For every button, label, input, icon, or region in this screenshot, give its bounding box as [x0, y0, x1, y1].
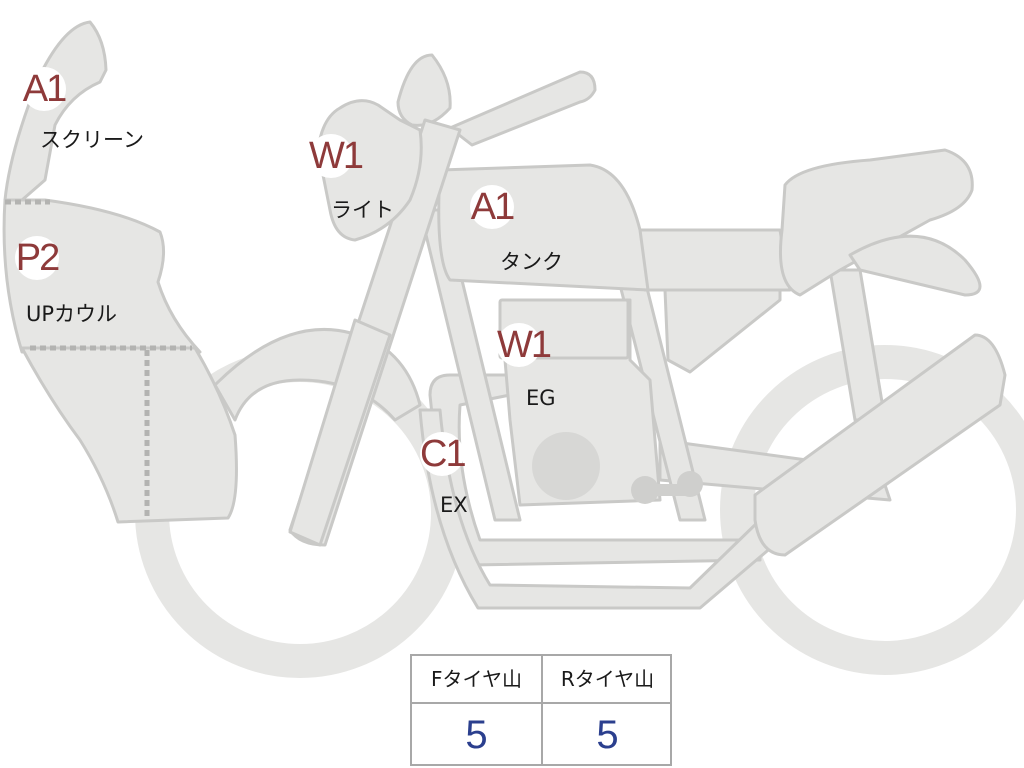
footpeg	[631, 471, 703, 504]
tail-seat	[778, 148, 974, 297]
rear-frame	[828, 268, 887, 422]
part-label-upper-cowl: UPカウル	[26, 302, 118, 326]
frame-downtube	[418, 208, 522, 522]
lower-cowl	[20, 346, 238, 524]
rear-wheel	[720, 345, 1024, 675]
muffler	[753, 333, 1007, 557]
seat	[638, 228, 792, 292]
part-label-light: ライト	[331, 198, 394, 222]
grade-badge-exhaust: C1	[420, 432, 467, 476]
grade-badge-tank: A1	[470, 185, 515, 229]
tail-cowl	[848, 234, 982, 297]
side-cover	[663, 288, 782, 374]
part-label-exhaust: EX	[440, 493, 468, 517]
rear-tire-header: Rタイヤ山	[543, 656, 672, 704]
part-label-screen: スクリーン	[40, 128, 144, 152]
front-tire-column: Fタイヤ山 5	[412, 656, 543, 764]
handlebar	[448, 70, 597, 147]
grade-badge-screen: A1	[22, 67, 67, 111]
windscreen	[3, 20, 108, 202]
rear-tire-column: Rタイヤ山 5	[543, 656, 672, 764]
front-tire-header: Fタイヤ山	[412, 656, 541, 704]
exhaust-pipe-lower	[418, 408, 782, 610]
grade-badge-upper-cowl: P2	[15, 236, 60, 280]
engine-cover	[532, 432, 600, 500]
part-label-engine: EG	[526, 386, 556, 410]
cowl-separators	[5, 199, 192, 518]
grade-badge-engine: W1	[497, 323, 552, 367]
grade-badge-light: W1	[309, 134, 364, 178]
tire-tread-table: Fタイヤ山 5 Rタイヤ山 5	[410, 654, 672, 766]
fork-guard	[288, 318, 392, 547]
part-label-tank: タンク	[500, 250, 563, 274]
rear-tire-value: 5	[596, 713, 619, 757]
mirror	[396, 53, 452, 127]
front-tire-value: 5	[465, 713, 488, 757]
